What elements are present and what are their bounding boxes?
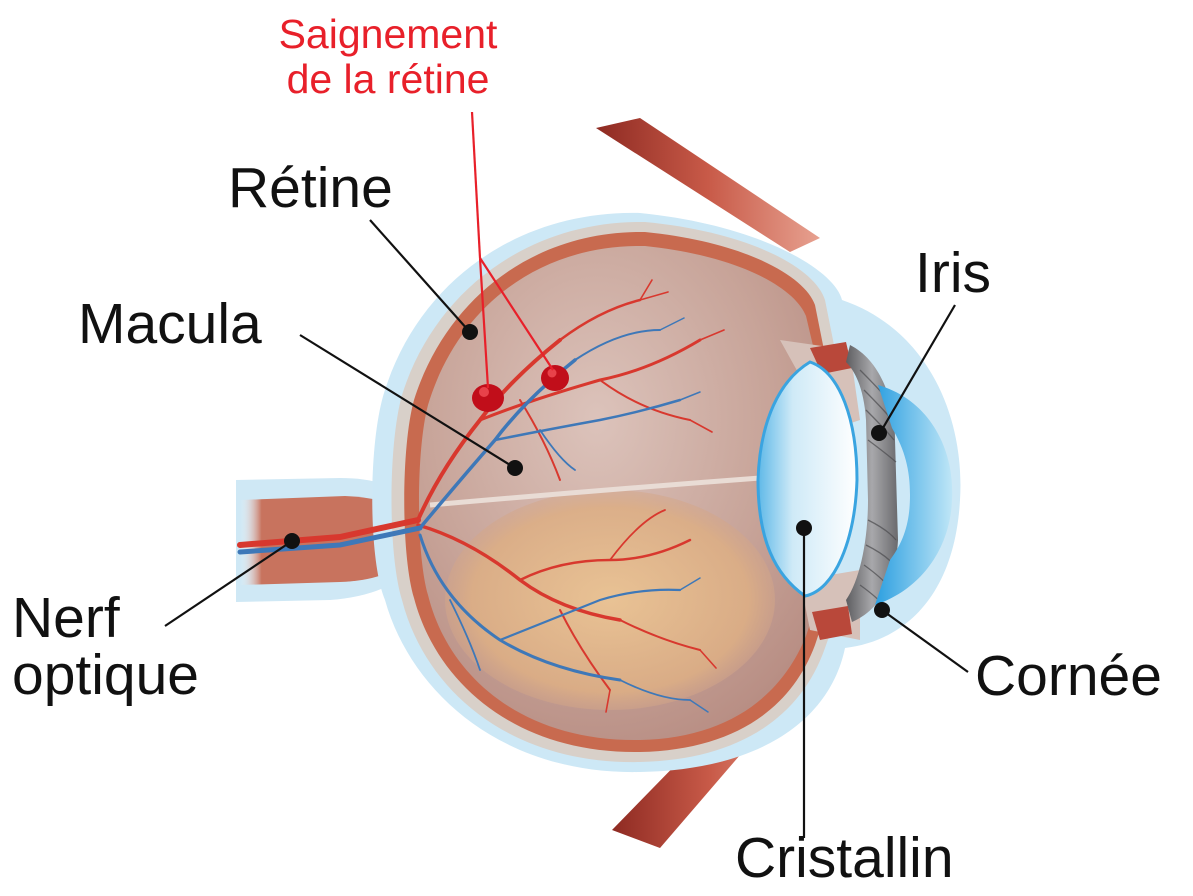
label-macula: Macula: [78, 296, 262, 353]
leader-retine: [370, 220, 468, 330]
dot-cristallin: [796, 520, 812, 536]
label-retine: Rétine: [228, 160, 393, 217]
label-nerf-line2: optique: [12, 643, 199, 707]
dot-macula: [507, 460, 523, 476]
dot-retine: [462, 324, 478, 340]
leader-cornee: [882, 610, 968, 672]
dot-iris: [871, 425, 887, 441]
label-saignement-line2: de la rétine: [287, 56, 490, 102]
label-nerf-optique: Nerf optique: [12, 590, 199, 704]
dot-cornee: [874, 602, 890, 618]
label-saignement-line1: Saignement: [279, 11, 498, 57]
dot-nerf: [284, 533, 300, 549]
label-cornee: Cornée: [975, 648, 1162, 705]
bleed-highlight-1: [479, 387, 489, 397]
label-saignement: Saignement de la rétine: [252, 12, 524, 102]
label-iris: Iris: [915, 245, 991, 302]
bleed-spot-1: [472, 384, 504, 412]
label-nerf-line1: Nerf: [12, 586, 120, 650]
label-cristallin: Cristallin: [735, 830, 954, 887]
bleed-spot-2: [541, 365, 569, 391]
